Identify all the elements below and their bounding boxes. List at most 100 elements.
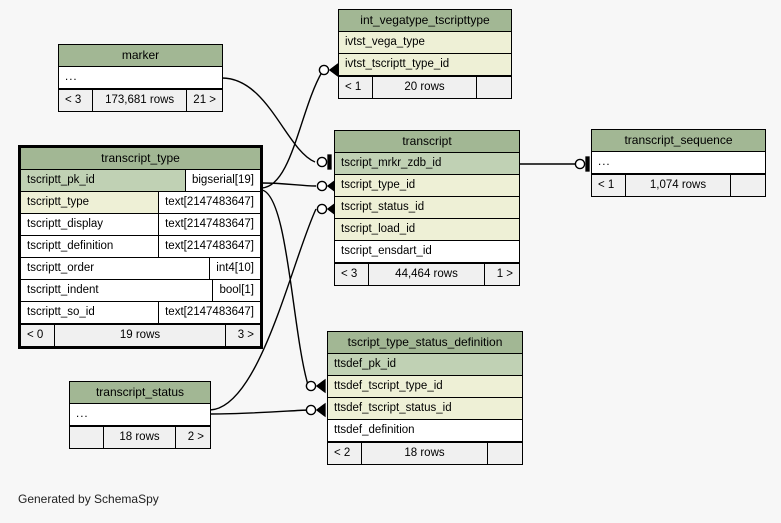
endpoint-circle-transcript_sequence bbox=[574, 158, 586, 170]
endpoint-circle-transcript-status bbox=[316, 203, 328, 215]
table-transcript_sequence[interactable]: transcript_sequence ... < 1 1,074 rows bbox=[591, 129, 766, 197]
table-title: marker bbox=[59, 45, 222, 67]
column-name: ivtst_tscriptt_type_id bbox=[339, 54, 511, 75]
column-name: tscript_mrkr_zdb_id bbox=[335, 153, 519, 174]
column-name: tscript_status_id bbox=[335, 197, 519, 218]
footer-right: 1 > bbox=[496, 268, 513, 280]
table-int_vegatype_tscripttype[interactable]: int_vegatype_tscripttype ivtst_vega_type… bbox=[338, 9, 512, 99]
column-name: tscriptt_display bbox=[27, 218, 104, 230]
column-name: tscript_load_id bbox=[335, 219, 519, 240]
table-title: transcript_type bbox=[21, 148, 260, 170]
footer-rows: 173,681 rows bbox=[93, 90, 188, 111]
table-row: ttsdef_tscript_status_id bbox=[328, 398, 522, 420]
column-type: text[2147483647] bbox=[158, 192, 260, 213]
crowfoot-int_vegatype bbox=[328, 62, 339, 78]
table-row: tscriptt_indent bool[1] bbox=[21, 280, 260, 302]
footer-right bbox=[477, 77, 511, 98]
table-row: tscript_load_id bbox=[335, 219, 519, 241]
table-transcript_type[interactable]: transcript_type tscriptt_pk_id bigserial… bbox=[18, 145, 263, 349]
endpoint-circle-transcript-mrkr bbox=[316, 156, 328, 168]
crowfoot-ttsdef-status bbox=[315, 402, 326, 418]
footer-right: 2 > bbox=[187, 431, 204, 443]
table-title: tscript_type_status_definition bbox=[328, 332, 522, 354]
table-title: transcript bbox=[335, 131, 519, 153]
footer-rows: 1,074 rows bbox=[626, 175, 731, 196]
footer-rows: 18 rows bbox=[104, 427, 176, 448]
table-row: ... bbox=[592, 152, 765, 174]
table-row: tscriptt_order int4[10] bbox=[21, 258, 260, 280]
column-type: bool[1] bbox=[212, 280, 260, 301]
footer-left: < 3 bbox=[335, 264, 369, 285]
column-name: tscript_ensdart_id bbox=[341, 245, 432, 257]
column-type: text[2147483647] bbox=[158, 236, 260, 257]
footer-rows: 20 rows bbox=[373, 77, 477, 98]
crowfoot-ttsdef-type bbox=[315, 378, 326, 394]
table-footer: < 3 44,464 rows 1 > bbox=[335, 263, 519, 285]
edge-transcript_type-transcript-type bbox=[261, 182, 317, 187]
footer-left: < 3 bbox=[59, 90, 93, 111]
footer-rows: 44,464 rows bbox=[369, 264, 485, 285]
table-row: tscriptt_so_id text[2147483647] bbox=[21, 302, 260, 324]
table-row: tscript_mrkr_zdb_id bbox=[335, 153, 519, 175]
footer-rows: 19 rows bbox=[55, 325, 226, 346]
table-row: tscriptt_definition text[2147483647] bbox=[21, 236, 260, 258]
table-footer: 18 rows 2 > bbox=[70, 426, 210, 448]
onebar-transcript_sequence bbox=[585, 156, 590, 172]
endpoint-circle-ttsdef-status bbox=[305, 404, 317, 416]
edge-transcript_status-ttsdef-status bbox=[209, 409, 309, 415]
column-name: ... bbox=[59, 67, 222, 88]
table-row: ivtst_vega_type bbox=[339, 32, 511, 54]
column-name: ttsdef_definition bbox=[334, 424, 415, 436]
footer-left: < 1 bbox=[592, 175, 626, 196]
column-name: ... bbox=[592, 152, 765, 173]
footer-right: 21 > bbox=[193, 94, 216, 106]
table-footer: < 1 20 rows bbox=[339, 76, 511, 98]
table-row: ttsdef_definition bbox=[328, 420, 522, 442]
footer-right: 3 > bbox=[237, 329, 254, 341]
footer-left: < 1 bbox=[339, 77, 373, 98]
column-type: bigserial[19] bbox=[184, 170, 260, 191]
table-row: ivtst_tscriptt_type_id bbox=[339, 54, 511, 76]
table-title: transcript_status bbox=[70, 382, 210, 404]
table-footer: < 0 19 rows 3 > bbox=[21, 324, 260, 346]
table-title: transcript_sequence bbox=[592, 130, 765, 152]
column-name: ttsdef_tscript_type_id bbox=[328, 376, 522, 397]
column-name: tscriptt_so_id bbox=[27, 306, 95, 318]
table-row: tscript_ensdart_id bbox=[335, 241, 519, 263]
column-name: ttsdef_pk_id bbox=[328, 354, 522, 375]
table-row: ttsdef_pk_id bbox=[328, 354, 522, 376]
table-marker[interactable]: marker ... < 3 173,681 rows 21 > bbox=[58, 44, 223, 112]
table-transcript_status[interactable]: transcript_status ... 18 rows 2 > bbox=[69, 381, 211, 449]
footer-left bbox=[70, 427, 104, 448]
table-row: ... bbox=[70, 404, 210, 426]
table-row: ... bbox=[59, 67, 222, 89]
endpoint-circle-ttsdef-type bbox=[305, 380, 317, 392]
onebar-transcript-mrkr bbox=[327, 154, 332, 170]
column-name: tscriptt_definition bbox=[27, 240, 114, 252]
column-name: ttsdef_tscript_status_id bbox=[328, 398, 522, 419]
table-row: tscriptt_pk_id bigserial[19] bbox=[21, 170, 260, 192]
column-name: tscriptt_pk_id bbox=[21, 170, 185, 191]
table-row: tscript_status_id bbox=[335, 197, 519, 219]
table-row: ttsdef_tscript_type_id bbox=[328, 376, 522, 398]
column-name: tscriptt_order bbox=[27, 262, 95, 274]
footer-right bbox=[731, 175, 765, 196]
table-row: tscriptt_display text[2147483647] bbox=[21, 214, 260, 236]
endpoint-circle-transcript-type bbox=[316, 180, 328, 192]
column-name: tscript_type_id bbox=[335, 175, 519, 196]
column-name: ivtst_vega_type bbox=[339, 32, 511, 53]
generated-by-label: Generated by SchemaSpy bbox=[18, 492, 159, 506]
table-transcript[interactable]: transcript tscript_mrkr_zdb_id tscript_t… bbox=[334, 130, 520, 286]
table-tscript_type_status_definition[interactable]: tscript_type_status_definition ttsdef_pk… bbox=[327, 331, 523, 465]
table-footer: < 3 173,681 rows 21 > bbox=[59, 89, 222, 111]
footer-left: < 2 bbox=[328, 443, 362, 464]
table-footer: < 2 18 rows bbox=[328, 442, 522, 464]
column-type: text[2147483647] bbox=[158, 302, 260, 323]
footer-left: < 0 bbox=[21, 325, 55, 346]
table-row: tscriptt_type text[2147483647] bbox=[21, 192, 260, 214]
edge-transcript_type-int_vegatype bbox=[261, 71, 323, 189]
table-footer: < 1 1,074 rows bbox=[592, 174, 765, 196]
column-type: int4[10] bbox=[209, 258, 260, 279]
column-name: tscriptt_type bbox=[21, 192, 159, 213]
